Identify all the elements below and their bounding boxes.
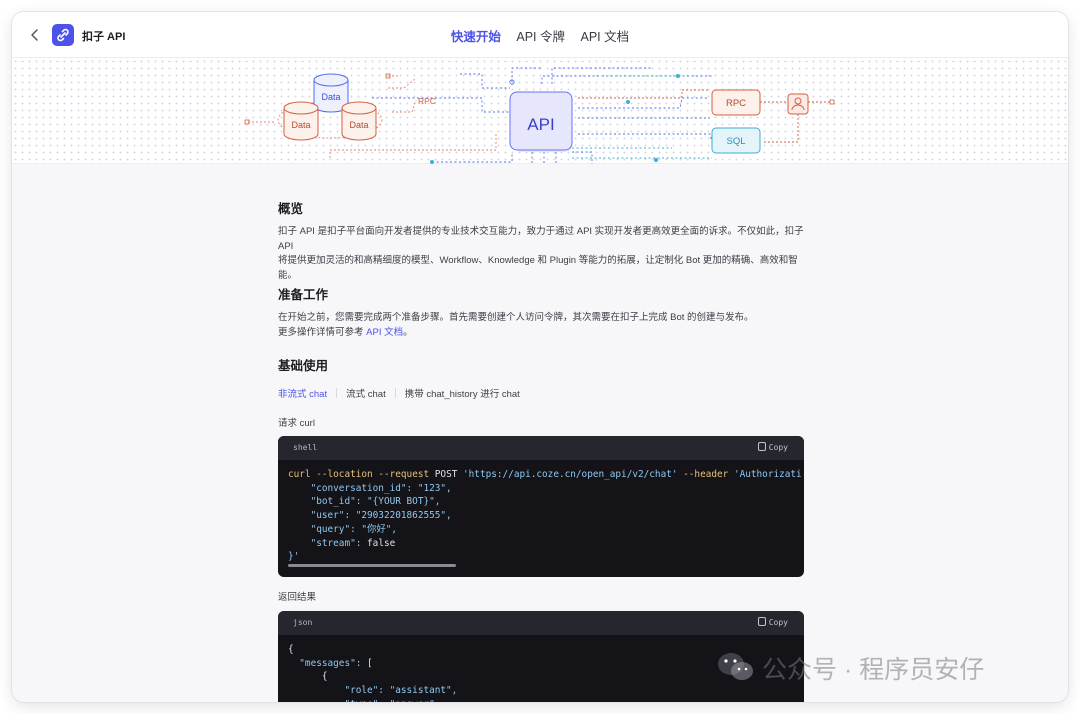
response-code-block: json Copy { "messages": [ { "role": "ass… xyxy=(278,611,804,702)
rpc-box-label: RPC xyxy=(726,98,746,109)
code-token: "stream": xyxy=(288,537,368,549)
overview-line-2: 将提供更加灵活的和高精细度的模型、Workflow、Knowledge 和 Pl… xyxy=(278,255,798,266)
overview-text: 扣子 API 是扣子平台面向开发者提供的专业技术交互能力，致力于通过 API 实… xyxy=(278,225,804,283)
top-nav: 快速开始 API 令牌 API 文档 xyxy=(12,26,1068,45)
prepare-line-1: 在开始之前，您需要完成两个准备步骤。首先需要创建个人访问令牌，其次需要在扣子上完… xyxy=(278,312,754,323)
hero-illustration: RPC xyxy=(12,58,1068,164)
db-top-label: Data xyxy=(321,92,340,102)
overview-line-1: 扣子 API 是扣子平台面向开发者提供的专业技术交互能力，致力于通过 API 实… xyxy=(278,226,804,252)
code-token: 'https://api.coze.cn/open_api/v2/chat' xyxy=(463,469,684,480)
top-bar: 扣子 API 快速开始 API 令牌 API 文档 xyxy=(12,12,1068,58)
overview-title: 概览 xyxy=(278,202,304,216)
rpc-box: RPC xyxy=(711,89,761,116)
request-copy-button[interactable]: Copy xyxy=(757,442,788,452)
code-token: { xyxy=(288,644,294,655)
response-code[interactable]: { "messages": [ { "role": "assistant", "… xyxy=(278,635,804,702)
code-token: "messages": xyxy=(288,657,368,669)
code-token: false xyxy=(367,537,396,549)
code-token: "query": "你好", xyxy=(288,523,398,535)
tab-quick-start[interactable]: 快速开始 xyxy=(450,30,501,44)
request-code-scrollbar[interactable] xyxy=(288,564,456,567)
api-label: API xyxy=(527,115,554,134)
app-window: 扣子 API 快速开始 API 令牌 API 文档 RPC xyxy=(12,12,1068,702)
tab-non-stream-chat[interactable]: 非流式 chat xyxy=(278,389,328,400)
code-token: --request xyxy=(378,469,435,480)
response-copy-button[interactable]: Copy xyxy=(757,617,788,627)
overview-line-3: 能。 xyxy=(278,269,298,281)
tab-api-docs[interactable]: API 文档 xyxy=(580,30,630,44)
code-token: "conversation_id": "123", xyxy=(288,482,452,494)
db-left-label: Data xyxy=(291,120,310,130)
tab-stream-chat[interactable]: 流式 chat xyxy=(346,389,386,400)
code-token: curl xyxy=(288,469,317,480)
code-token: "bot_id": "{YOUR BOT}", xyxy=(288,496,441,508)
watermark: 公众号 · 程序员安仔 xyxy=(716,650,984,690)
app-name: 扣子 API xyxy=(82,31,126,43)
sql-box: SQL xyxy=(711,127,761,154)
prepare-title: 准备工作 xyxy=(278,288,329,302)
code-token: [ xyxy=(367,657,373,669)
response-code-header: json Copy xyxy=(278,611,804,635)
copy-icon xyxy=(757,442,766,451)
user-icon xyxy=(787,93,809,115)
code-token: "user": "29032201862555", xyxy=(288,510,452,522)
code-token: --location xyxy=(316,469,379,480)
basic-usage-title: 基础使用 xyxy=(278,359,329,373)
code-token: 'Authorizati xyxy=(733,469,802,480)
sql-box-label: SQL xyxy=(726,136,745,147)
api-docs-link[interactable]: API 文档 xyxy=(366,326,404,338)
code-token: --header xyxy=(683,469,734,480)
tab-api-token[interactable]: API 令牌 xyxy=(516,30,565,44)
back-chevron-icon[interactable] xyxy=(26,26,44,44)
api-box: API xyxy=(509,91,573,152)
request-code-lang: shell xyxy=(293,443,318,452)
request-code-block: shell Copy curl --location --request POS… xyxy=(278,436,804,577)
copy-icon xyxy=(757,617,766,626)
code-token: POST xyxy=(434,469,464,480)
chat-mode-tabs: 非流式 chat 流式 chat 携带 chat_history 进行 chat xyxy=(278,386,520,400)
request-code-header: shell Copy xyxy=(278,436,804,460)
prepare-line-2: 更多操作详情可参考 API 文档。 xyxy=(278,326,413,338)
architecture-diagram: RPC xyxy=(244,67,835,164)
database-right: Data xyxy=(341,101,377,141)
database-left: Data xyxy=(283,101,319,141)
watermark-text: 公众号 · 程序员安仔 xyxy=(762,656,985,684)
request-label: 请求 curl xyxy=(278,418,315,429)
code-token: { xyxy=(288,671,328,683)
app-logo xyxy=(52,24,74,46)
code-token: "role": "assistant", xyxy=(288,685,458,697)
response-label: 返回结果 xyxy=(278,592,317,603)
response-code-lang: json xyxy=(293,618,313,627)
code-token: }' xyxy=(288,551,300,563)
wechat-icon xyxy=(718,653,753,680)
request-code[interactable]: curl --location --request POST 'https://… xyxy=(278,460,804,564)
tab-chat-history[interactable]: 携带 chat_history 进行 chat xyxy=(404,389,520,400)
rpc-arrow-label: RPC xyxy=(418,96,436,106)
link-icon xyxy=(57,28,69,42)
prepare-text: 在开始之前，您需要完成两个准备步骤。首先需要创建个人访问令牌，其次需要在扣子上完… xyxy=(278,311,804,340)
code-token: "type": "answer", xyxy=(288,699,440,702)
db-right-label: Data xyxy=(349,120,368,130)
